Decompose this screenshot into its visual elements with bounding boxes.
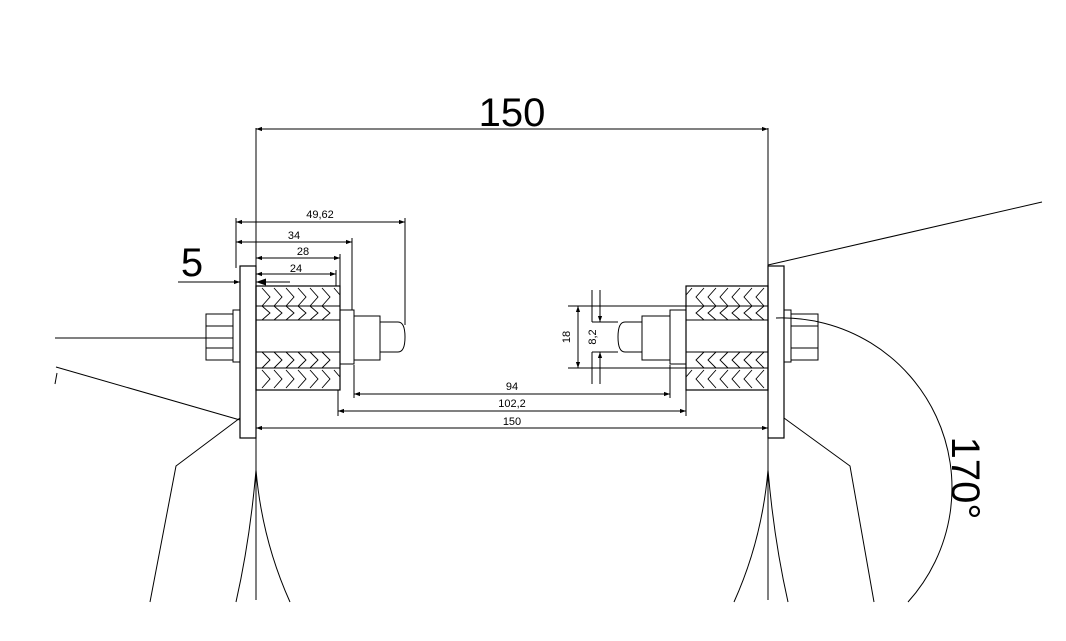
dim-4962-label: 49,62 xyxy=(306,209,334,221)
left-assembly xyxy=(54,128,406,603)
right-bolt-head xyxy=(669,309,687,365)
left-bolt-head xyxy=(339,309,355,365)
right-arm-line xyxy=(767,201,1043,266)
dim-bottom-150-label: 150 xyxy=(503,416,521,428)
dim-top-150-label: 150 xyxy=(479,91,546,135)
right-leg xyxy=(783,417,875,603)
dim-94-label: 94 xyxy=(506,381,518,393)
left-arm-diagonal xyxy=(55,366,241,421)
angle-label: 170° xyxy=(943,437,987,520)
left-bolt-shank xyxy=(353,315,381,361)
dim-18-label: 18 xyxy=(561,331,573,343)
dimension-lines: 150 49,62 34 28 24 5 94 102,2 xyxy=(178,91,987,519)
left-leg xyxy=(149,417,241,603)
right-plate xyxy=(767,265,785,439)
angle-arc xyxy=(775,317,953,603)
dim-24-label: 24 xyxy=(290,263,302,275)
right-bolt-shank xyxy=(641,315,671,361)
left-plate xyxy=(239,265,257,439)
left-washer xyxy=(232,309,241,363)
dim-34-label: 34 xyxy=(288,230,300,242)
right-nut xyxy=(790,313,819,361)
right-assembly xyxy=(617,128,1043,603)
dim-28-label: 28 xyxy=(297,246,309,258)
right-bolt-tip xyxy=(617,321,642,353)
dim-1022-label: 102,2 xyxy=(498,398,526,410)
right-bushing xyxy=(685,285,769,391)
dim-82-label: 8,2 xyxy=(587,329,599,344)
dim-5-label: 5 xyxy=(181,241,203,285)
left-bolt-tip xyxy=(380,321,406,353)
left-nut xyxy=(205,313,234,361)
left-bushing xyxy=(255,285,341,391)
